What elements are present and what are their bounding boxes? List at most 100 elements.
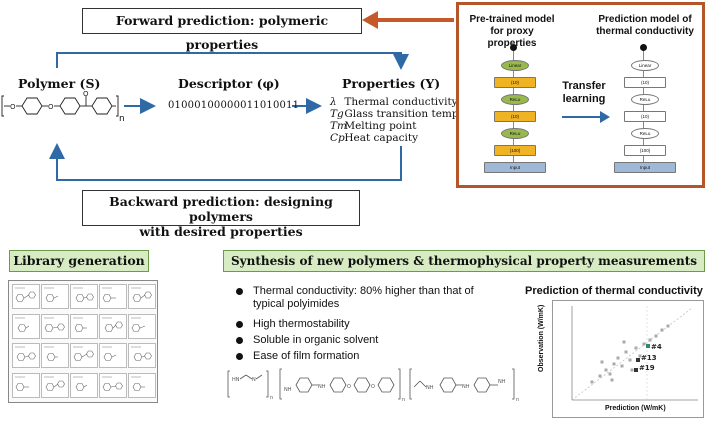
nn-connector [643, 50, 644, 170]
library-candidate-thumbnail [99, 372, 127, 398]
transfer-learning-label: Transfer learning [562, 80, 606, 105]
nn-input-layer: Input [614, 162, 676, 173]
library-generation-label: Library generation [9, 250, 149, 272]
library-candidate-thumbnail [128, 313, 156, 339]
scatter-parity-line [571, 307, 693, 401]
polymer-structure: O O O [1, 90, 119, 117]
svg-text:n: n [516, 397, 519, 403]
library-candidate-thumbnail [41, 284, 69, 309]
library-candidate-thumbnail [12, 372, 40, 398]
library-candidate-thumbnail [128, 372, 156, 398]
scatter-point [634, 346, 638, 350]
svg-text:O: O [10, 103, 16, 111]
library-candidate-thumbnail [12, 343, 40, 368]
svg-text:HN: HN [232, 377, 240, 383]
pretrained-network: Linear(10)ReLu(10)ReLu(100)Input [484, 44, 546, 176]
scatter-point [610, 378, 614, 382]
library-candidate-thumbnail [41, 313, 69, 339]
scatter-point [590, 380, 594, 384]
scatter-point [630, 368, 634, 372]
scatter-highlight-point [634, 368, 638, 372]
library-grid [8, 280, 158, 403]
library-candidate-thumbnail [99, 284, 127, 309]
library-candidate-thumbnail [70, 313, 98, 339]
nn-output-node [510, 44, 517, 51]
scatter-point [604, 368, 608, 372]
svg-text:NH: NH [498, 379, 506, 385]
scatter-ylabel: Observation (W/mK) [538, 304, 545, 372]
properties-header: Properties (Y) [342, 76, 441, 91]
scatter-point [654, 334, 658, 338]
library-candidate-thumbnail [128, 343, 156, 368]
cycle-connectors [49, 52, 409, 181]
library-candidate-thumbnail [99, 313, 127, 339]
scatter-title: Prediction of thermal conductivity [525, 285, 703, 297]
descriptor-value: 01000100000011010011 [168, 100, 300, 111]
scatter-point [600, 360, 604, 364]
bullet-item: Soluble in organic solvent [236, 334, 496, 348]
forward-prediction-label: Forward prediction: polymeric properties [82, 8, 362, 52]
nn-dense-layer: (10) [624, 77, 666, 88]
synthesized-polymer-structures: HN N n NH NH O O n NH NH NH n [227, 368, 519, 403]
scatter-point [612, 362, 616, 366]
nn-activation-node: ReLu [501, 94, 529, 105]
nn-activation-node: Linear [631, 60, 659, 71]
library-candidate-thumbnail [70, 343, 98, 368]
polymer-header: Polymer (S) [18, 76, 101, 91]
library-candidate-thumbnail [41, 372, 69, 398]
scatter-point [616, 356, 620, 360]
svg-text:O: O [371, 384, 375, 390]
nn-activation-node: ReLu [501, 128, 529, 139]
scatter-annotation: #13 [641, 354, 657, 362]
scatter-point [648, 338, 652, 342]
library-candidate-thumbnail [12, 284, 40, 309]
scatter-point [628, 358, 632, 362]
bullet-item: High thermostability [236, 318, 496, 332]
scatter-annotation: #19 [639, 364, 655, 372]
scatter-plot: #4 #13 #19 [571, 306, 698, 401]
scatter-highlight-point [646, 344, 650, 348]
svg-text:n: n [270, 395, 273, 401]
properties-list: λ Thermal conductivity Tg Glass transiti… [330, 96, 472, 144]
scatter-xlabel: Prediction (W/mK) [605, 405, 666, 412]
property-item: λ Thermal conductivity [330, 96, 458, 108]
scatter-point [666, 324, 670, 328]
scatter-highlight-point [636, 358, 640, 362]
backward-prediction-label: Backward prediction: designing polymers … [82, 190, 360, 239]
nn-activation-node: Linear [501, 60, 529, 71]
polymer-repeat-subscript: n [119, 114, 125, 124]
svg-text:NH: NH [462, 384, 470, 390]
svg-text:NH: NH [284, 387, 292, 393]
descriptor-header: Descriptor (φ) [178, 76, 280, 91]
library-candidate-thumbnail [99, 343, 127, 368]
library-candidate-thumbnail [70, 372, 98, 398]
nn-output-node [640, 44, 647, 51]
scatter-point [624, 350, 628, 354]
nn-activation-node: ReLu [631, 94, 659, 105]
nn-dense-layer: (100) [624, 145, 666, 156]
property-item: Tm Melting point [330, 120, 417, 132]
nn-dense-layer: (100) [494, 145, 536, 156]
prediction-model-title: Prediction model of thermal conductivity [596, 14, 694, 37]
scatter-point [620, 364, 624, 368]
nn-dense-layer: (10) [624, 111, 666, 122]
nn-dense-layer: (10) [494, 77, 536, 88]
nn-input-layer: Input [484, 162, 546, 173]
scatter-point [638, 354, 642, 358]
library-candidate-thumbnail [41, 343, 69, 368]
svg-text:N: N [252, 377, 256, 383]
property-item: Tg Glass transition temper. [330, 108, 472, 120]
scatter-point [598, 374, 602, 378]
svg-text:NH: NH [426, 385, 434, 391]
bullet-item: Thermal conductivity: 80% higher than th… [236, 285, 496, 313]
scatter-annotation: #4 [651, 343, 662, 351]
library-candidate-thumbnail [12, 313, 40, 339]
property-item: Cp Heat capacity [330, 132, 419, 144]
bullet-item: Ease of film formation [236, 350, 496, 364]
svg-text:n: n [402, 397, 405, 403]
nn-connector [513, 50, 514, 170]
library-candidate-thumbnail [70, 284, 98, 309]
scatter-point [660, 328, 664, 332]
svg-text:O: O [48, 103, 54, 111]
nn-activation-node: ReLu [631, 128, 659, 139]
